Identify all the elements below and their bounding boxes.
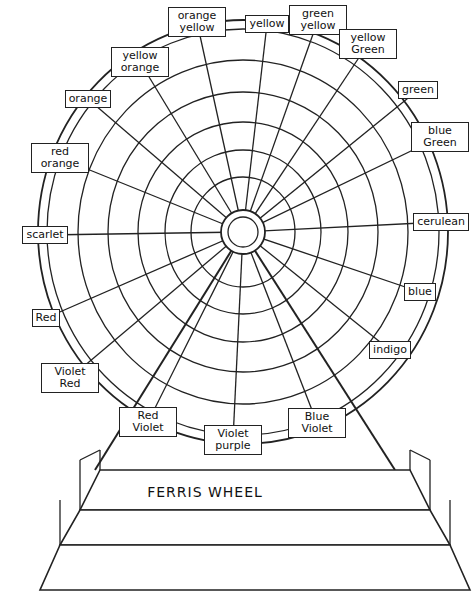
spoke	[243, 232, 317, 423]
spoke	[243, 44, 368, 232]
gondola-cabin: cerulean	[413, 213, 469, 231]
spoke	[148, 232, 243, 422]
gondola-cabin: orange	[65, 90, 112, 108]
cabin-label: orange	[69, 93, 108, 105]
gondola-cabin: scarlet	[22, 226, 67, 244]
gondola-cabin: yellow	[245, 15, 288, 33]
spoke	[197, 22, 243, 232]
gondola-cabin: blue	[404, 283, 436, 301]
cabin-label: blue Green	[415, 125, 465, 149]
gondola-cabin: Violet purple	[204, 425, 262, 455]
cabin-label: yellow	[249, 18, 284, 30]
gondola-cabin: Red	[32, 309, 61, 327]
cabin-label: Red	[36, 312, 57, 324]
spoke	[45, 232, 243, 235]
cabin-label: cerulean	[417, 216, 465, 228]
cabin-label: Red Violet	[123, 410, 173, 434]
spoke	[46, 232, 243, 318]
cabin-label: scarlet	[26, 229, 63, 241]
cabin-label: red orange	[35, 146, 85, 170]
spoke	[243, 20, 318, 232]
spoke	[243, 90, 418, 232]
cabin-label: yellow orange	[115, 50, 165, 74]
gondola-cabin: red orange	[31, 143, 89, 173]
cabin-label: blue	[408, 286, 432, 298]
gondola-cabin: yellow orange	[111, 47, 169, 77]
cabin-label: orange yellow	[172, 10, 222, 34]
spoke	[140, 62, 243, 232]
gondola-cabin: Violet Red	[41, 363, 99, 393]
spoke	[243, 222, 441, 232]
cabin-label: green yellow	[293, 8, 343, 32]
gondola-cabin: Blue Violet	[288, 408, 346, 438]
gondola-cabin: orange yellow	[168, 7, 226, 37]
cabin-label: green	[402, 84, 434, 96]
gondola-cabin: green	[398, 81, 438, 99]
gondola-cabin: indigo	[369, 341, 411, 359]
cabin-label: yellow Green	[343, 32, 393, 56]
gondola-cabin: blue Green	[411, 122, 469, 152]
cabin-label: Violet purple	[208, 428, 258, 452]
cabin-label: indigo	[373, 344, 407, 356]
spoke	[70, 232, 243, 378]
spoke	[243, 232, 420, 292]
cabin-label: Blue Violet	[292, 411, 342, 435]
spoke	[243, 232, 390, 350]
spoke	[88, 99, 243, 232]
spoke	[233, 232, 243, 440]
sign-label: FERRIS WHEEL	[144, 484, 266, 500]
gondola-cabin: Red Violet	[119, 407, 177, 437]
cabin-label: Violet Red	[45, 366, 95, 390]
gondola-cabin: yellow Green	[339, 29, 397, 59]
